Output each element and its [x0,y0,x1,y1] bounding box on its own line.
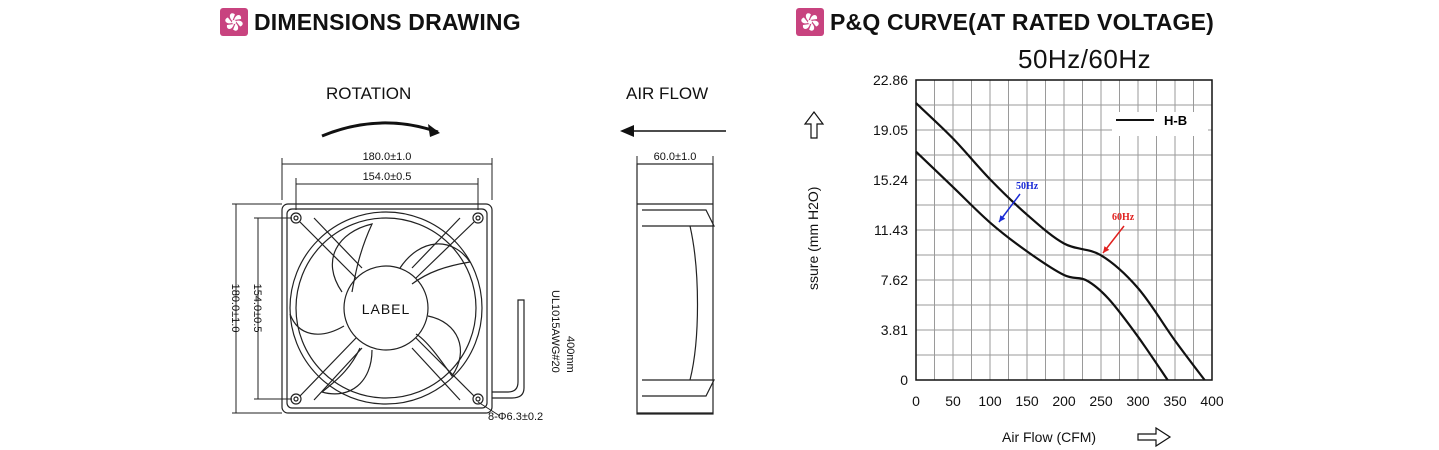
dimensions-section-title: DIMENSIONS DRAWING [220,8,521,36]
width-dimension-lines [281,158,493,210]
x-axis-title: Air Flow (CFM) [1002,429,1096,445]
x-tick-label: 50 [945,393,961,409]
depth-dimension-lines [636,156,714,172]
chart-legend: H-B [1112,112,1208,136]
fan-logo-icon [796,8,824,36]
y-tick-label: 11.43 [874,222,908,238]
x-tick-label: 100 [978,393,1002,409]
chart-series [915,102,1206,381]
chart-frame [915,79,1213,381]
rotation-label: ROTATION [326,84,412,103]
mount-holes-label: 8-Φ6.3±0.2 [488,411,543,423]
wire-spec-label: UL1015AWG#20 [549,290,561,373]
y-tick-label: 7.62 [881,272,908,288]
chart-title: 50Hz/60Hz [1018,44,1152,74]
hole-width-dim: 154.0±0.5 [363,171,412,183]
rotation-arrow-icon [321,121,439,138]
y-axis-arrow-icon [803,111,825,139]
y-tick-label: 3.81 [881,322,908,338]
hole-height-dim: 154.0±0.5 [251,284,263,333]
series-line-60hz [915,102,1206,381]
depth-dim: 60.0±1.0 [654,151,697,163]
y-tick-label: 22.86 [873,72,908,88]
y-tick-label: 15.24 [873,172,908,188]
series-line-50hz [915,150,1169,381]
dimensions-title-text: DIMENSIONS DRAWING [254,8,521,35]
annotation-arrowhead-50hz [999,215,1006,222]
fan-logo-icon [220,8,248,36]
outer-width-dim: 180.0±1.0 [363,151,412,163]
y-tick-label: 19.05 [873,122,908,138]
x-tick-label: 150 [1015,393,1039,409]
legend-label-hb: H-B [1164,113,1187,128]
x-tick-label: 400 [1200,393,1224,409]
x-axis-arrow-icon [1137,426,1172,448]
x-tick-label: 350 [1163,393,1187,409]
wire-length-label: 400mm [564,336,576,373]
y-tick-label: 0 [900,372,908,388]
chart-grid [916,80,1212,380]
series-annotations: 50Hz 60Hz [998,181,1135,254]
outer-height-dim: 180.0±1.0 [229,284,241,333]
annotation-label-60hz: 60Hz [1112,212,1135,223]
x-tick-labels: 0 50 100 150 200 250 300 350 400 [912,393,1224,409]
x-tick-label: 200 [1052,393,1076,409]
annotation-arrowhead-60hz [1103,246,1110,253]
airflow-arrowhead-icon [620,125,634,137]
annotation-label-50hz: 50Hz [1016,181,1039,192]
x-tick-label: 250 [1089,393,1113,409]
curve-title-text: P&Q CURVE(AT RATED VOLTAGE) [830,8,1215,35]
y-axis-title: ssure (mm H2O) [805,187,821,290]
x-tick-label: 300 [1126,393,1150,409]
x-tick-label: 0 [912,393,920,409]
airflow-label: AIR FLOW [626,84,709,103]
fan-center-label: LABEL [362,301,411,317]
fan-front-view [281,203,525,414]
y-tick-labels: 0 3.81 7.62 11.43 15.24 19.05 22.86 [873,72,908,388]
rotation-arrowhead-icon [428,124,440,137]
height-dimension-lines [232,203,292,414]
curve-section-title: P&Q CURVE(AT RATED VOLTAGE) [796,8,1214,36]
